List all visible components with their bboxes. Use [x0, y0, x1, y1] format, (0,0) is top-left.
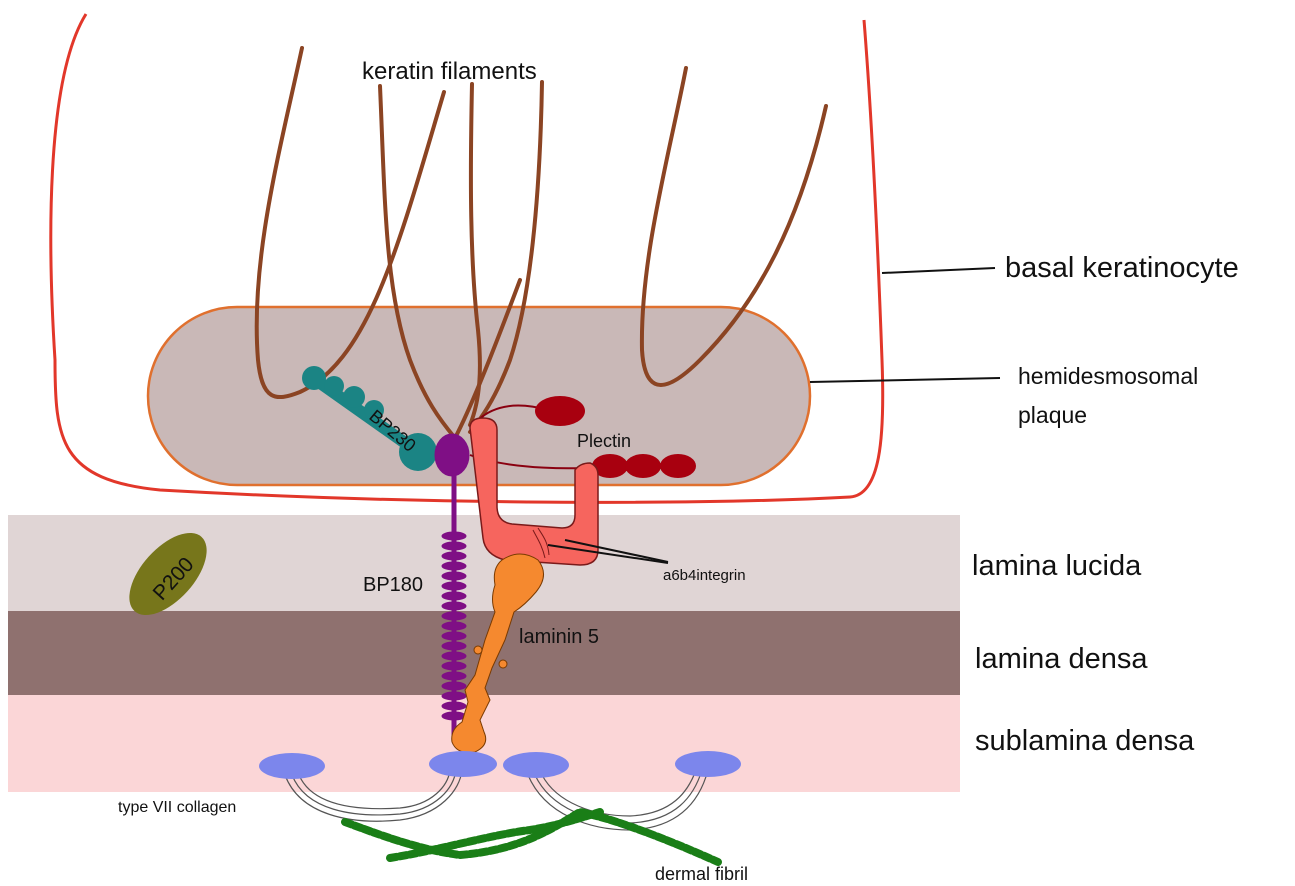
hemidesmosomal-plaque-label-line2: plaque: [1018, 402, 1087, 428]
type-vii-collagen-label: type VII collagen: [118, 799, 236, 816]
a6b4integrin-label: a6b4integrin: [663, 567, 746, 584]
lamina-densa-label: lamina densa: [975, 643, 1148, 675]
hemidesmosomal-plaque-label-line1: hemidesmosomal: [1018, 363, 1198, 389]
collagen-anchor-4: [675, 751, 741, 777]
basal-keratinocyte-label: basal keratinocyte: [1005, 252, 1239, 284]
plectin-domain-1: [535, 396, 585, 426]
bp180-label: BP180: [363, 574, 423, 596]
laminin-5-label: laminin 5: [519, 626, 599, 648]
dermal-fibril-label: dermal fibril: [655, 864, 748, 884]
plectin-domain-4: [660, 454, 696, 478]
keratin-filaments-label: keratin filaments: [362, 58, 537, 85]
plectin-label: Plectin: [577, 431, 631, 451]
collagen-anchor-1: [259, 753, 325, 779]
plectin-domain-3: [625, 454, 661, 478]
lamina-lucida-label: lamina lucida: [972, 550, 1142, 582]
collagen-anchor-2: [429, 751, 497, 777]
sublamina-densa-label: sublamina densa: [975, 725, 1195, 757]
collagen-anchor-3: [503, 752, 569, 778]
